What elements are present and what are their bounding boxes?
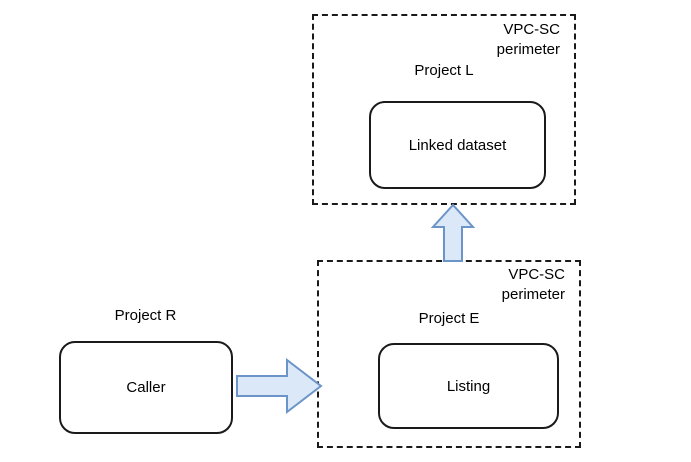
project-l-label: Project L — [414, 62, 474, 79]
project-e-label: Project E — [418, 310, 480, 327]
vpc-sc-perimeter-label-top: VPC-SC perimeter — [496, 21, 560, 58]
vpc-sc-perimeter-label-bottom: VPC-SC perimeter — [501, 266, 565, 303]
arrow-up-listing-to-linked-dataset-icon — [430, 203, 476, 262]
node-caller[interactable]: Caller — [59, 341, 233, 434]
node-listing-label: Listing — [446, 377, 491, 395]
arrow-right-caller-to-listing-icon — [236, 357, 323, 415]
node-listing[interactable]: Listing — [378, 343, 559, 429]
vpc-sc-perimeter-project-l — [312, 14, 576, 205]
node-linked-dataset-label: Linked dataset — [408, 136, 507, 154]
node-linked-dataset[interactable]: Linked dataset — [369, 101, 546, 189]
node-caller-label: Caller — [126, 379, 166, 396]
project-r-label: Project R — [114, 307, 177, 324]
